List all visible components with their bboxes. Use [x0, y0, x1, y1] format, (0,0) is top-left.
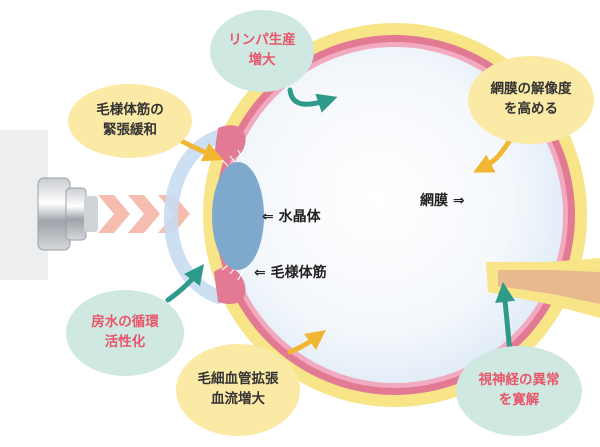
- callout-retina-resolution-line2: を高める: [504, 101, 558, 117]
- arrow-lymph: [287, 87, 338, 113]
- light-beam: [98, 195, 190, 233]
- callout-retina-resolution-line1: 網膜の解像度: [490, 81, 572, 98]
- callout-capillary-line2: 血流増大: [211, 391, 265, 407]
- callout-ciliary-muscle: 毛様体筋の 緊張緩和: [68, 84, 192, 158]
- optic-nerve: [486, 258, 600, 318]
- label-ciliary-body: ⇐ 毛様体筋: [254, 265, 327, 281]
- arrow-capillary: [287, 330, 327, 355]
- callout-optic-nerve-line2: を寛解: [498, 392, 540, 408]
- callout-capillary: 毛細血管拡張 血流増大: [176, 344, 300, 436]
- callout-lymph-line1: リンパ生産: [228, 32, 296, 49]
- callout-lymph-line2: 増大: [248, 52, 276, 68]
- callout-aqueous: 房水の循環 活性化: [66, 290, 184, 376]
- callout-optic-nerve-line1: 視神経の異常: [478, 372, 560, 389]
- arrow-retina-resolution: [473, 137, 513, 173]
- arrow-aqueous: [165, 264, 205, 303]
- callout-aqueous-line1: 房水の循環: [91, 314, 159, 331]
- callout-ciliary-muscle-line1: 毛様体筋の: [96, 102, 164, 119]
- crystalline-lens: [212, 162, 264, 270]
- label-retina: 網膜 ⇒: [420, 193, 465, 209]
- callout-capillary-line1: 毛細血管拡張: [197, 371, 279, 388]
- label-lens: ⇐ 水晶体: [262, 209, 321, 225]
- callout-ciliary-muscle-line2: 緊張緩和: [103, 122, 157, 138]
- callout-retina-resolution: 網膜の解像度 を高める: [468, 56, 594, 144]
- callout-aqueous-line2: 活性化: [104, 334, 146, 350]
- vitreous-body: [227, 47, 563, 383]
- light-device: [0, 130, 98, 280]
- callout-optic-nerve: 視神経の異常 を寛解: [456, 346, 582, 436]
- callout-lymph: リンパ生産 増大: [210, 10, 314, 92]
